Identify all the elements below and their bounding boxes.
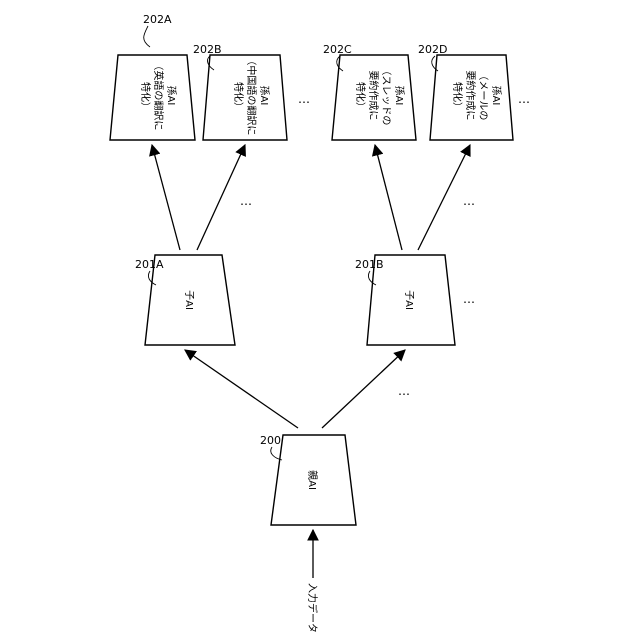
node-202D: 孫AI （メールの 要約作成に 特化） [430, 55, 513, 140]
ellipsis-after-202B: … [298, 92, 310, 106]
ref-201B-label: 201B [355, 258, 384, 271]
node-202B-box [203, 55, 287, 140]
ref-200: 200 [260, 434, 282, 460]
node-202C: 孫AI （スレッドの 要約作成に 特化） [332, 55, 416, 140]
arrow-200-to-201B [322, 350, 405, 428]
ref-202D-label: 202D [418, 43, 447, 56]
ref-201A-label: 201A [135, 258, 164, 271]
arrow-201A-to-202B [197, 145, 245, 250]
node-201B-text: 子AI [403, 290, 415, 310]
node-202A: 孫AI （英語の翻訳に 特化） [110, 55, 195, 140]
ref-202A: 202A [143, 13, 172, 47]
ref-200-label: 200 [260, 434, 281, 447]
ellipsis-level1: … [398, 384, 410, 398]
ellipsis-level2-left: … [240, 194, 252, 208]
ellipsis-level2-right: … [463, 194, 475, 208]
node-200-text: 親AI [306, 470, 319, 490]
arrow-201A-to-202A [152, 145, 180, 250]
ellipsis-after-202D: … [518, 92, 530, 106]
ellipsis-after-201B: … [463, 292, 475, 306]
arrow-200-to-201A [185, 350, 298, 428]
ref-202B-label: 202B [193, 43, 222, 56]
ref-202A-leader [144, 26, 150, 47]
node-200: 親AI [271, 435, 356, 525]
node-202B: 孫AI （中国語の翻訳に 特化） [203, 55, 287, 140]
ref-202A-label: 202A [143, 13, 172, 26]
ref-202C-label: 202C [323, 43, 352, 56]
arrow-201B-to-202C [375, 145, 402, 250]
node-201A-text: 子AI [183, 290, 195, 310]
input-data-label: 入力データ [306, 583, 319, 633]
